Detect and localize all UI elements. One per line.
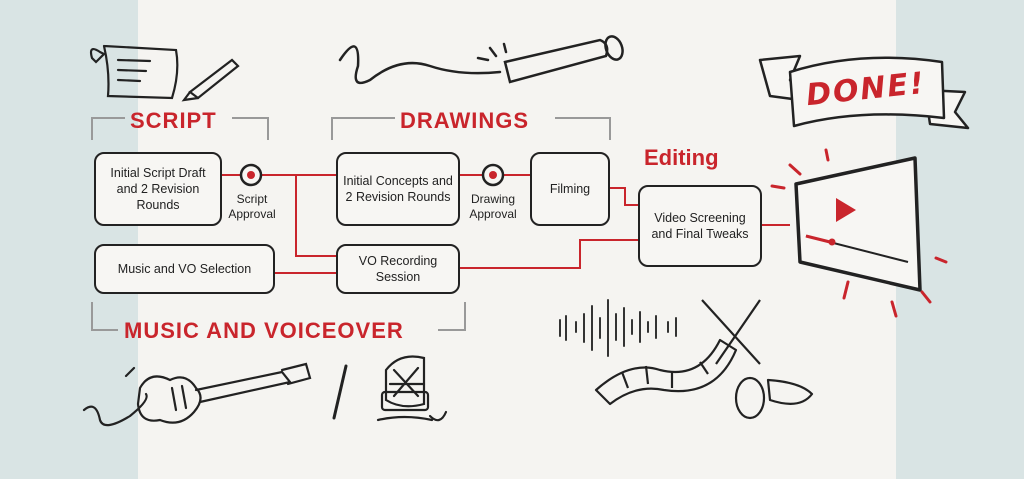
script-bracket xyxy=(91,117,269,140)
script-approval-dot xyxy=(239,163,263,187)
label-drawing-approval: Drawing Approval xyxy=(469,192,517,221)
video-player-icon xyxy=(770,148,948,318)
music-bracket xyxy=(91,302,466,331)
drawing-approval-dot xyxy=(481,163,505,187)
audio-wave-icon xyxy=(559,299,677,357)
box-script-draft: Initial Script Draft and 2 Revision Roun… xyxy=(94,152,222,226)
label-script-approval: Script Approval xyxy=(228,192,276,221)
section-title-music: MUSIC AND VOICEOVER xyxy=(124,318,404,343)
left-margin xyxy=(0,0,138,479)
slash-divider xyxy=(332,364,348,420)
guitar-icon xyxy=(82,362,312,427)
section-title-editing: Editing xyxy=(644,145,719,170)
flow-lines xyxy=(222,174,790,274)
box-video-screening: Video Screening and Final Tweaks xyxy=(638,185,762,267)
microphone-icon xyxy=(376,355,448,422)
box-filming: Filming xyxy=(530,152,610,226)
section-title-script: SCRIPT xyxy=(130,108,217,133)
drawings-bracket xyxy=(331,117,611,140)
box-music-vo-selection: Music and VO Selection xyxy=(94,244,275,294)
scissors-film-icon xyxy=(594,299,814,420)
done-banner-icon xyxy=(758,54,970,130)
box-initial-concepts: Initial Concepts and 2 Revision Rounds xyxy=(336,152,460,226)
scroll-pen-icon xyxy=(89,44,240,102)
marker-scribble-icon xyxy=(338,35,624,85)
section-title-drawings: DRAWINGS xyxy=(400,108,529,133)
box-vo-recording: VO Recording Session xyxy=(336,244,460,294)
